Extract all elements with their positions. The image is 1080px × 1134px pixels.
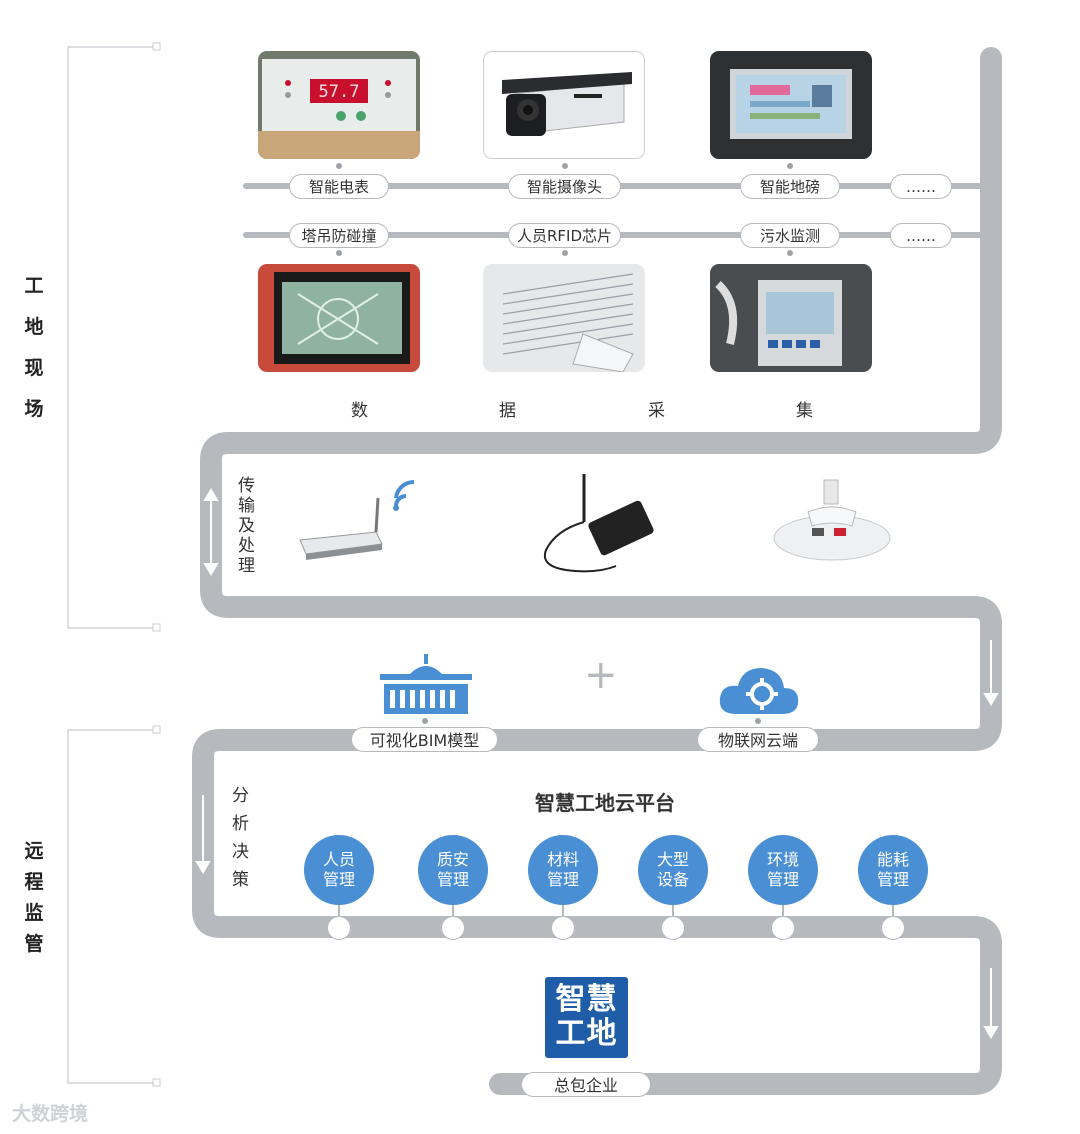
sewage-monitor-photo [710,264,872,372]
svg-text:57.7: 57.7 [319,82,360,102]
module-large-equipment[interactable]: 大型设备 [638,835,708,905]
module-line1: 能耗 [876,850,909,869]
pill-smart-camera: 智能摄像头 [508,174,621,199]
router-icon [299,479,415,560]
remote-label-char: 管 [24,933,44,955]
watermark: 大数跨境 [12,1103,89,1125]
module-line2: 管理 [546,870,579,889]
pill-more-bottom: …… [890,223,952,248]
transmit-char: 及 [238,516,255,536]
analysis-char: 策 [232,870,249,890]
remote-label-char: 程 [24,871,44,893]
iot-cloud-icon [719,668,799,714]
analysis-char: 决 [232,842,249,862]
pill-iot-cloud: 物联网云端 [697,727,819,752]
remote-label-char: 远 [24,840,44,862]
site-label-char: 工 [24,275,44,297]
module-line1: 环境 [766,850,799,869]
pill-rfid-chip: 人员RFID芯片 [508,223,621,248]
smart-weighbridge-photo [710,51,872,159]
remote-label: 远 程 监 管 [22,836,46,960]
module-line2: 管理 [436,870,469,889]
module-line2: 管理 [766,870,799,889]
analysis-char: 分 [232,786,249,806]
plus-icon: + [584,652,618,698]
pill-bim-model: 可视化BIM模型 [351,727,498,752]
dtu-module-icon [544,474,654,573]
collect-char: 据 [499,401,516,421]
node [661,916,685,940]
site-label-char: 现 [24,357,44,379]
analysis-label: 分 析 决 策 [232,782,252,894]
module-line1: 材料 [546,850,579,869]
transmit-char: 输 [238,496,255,516]
pill-smart-meter: 智能电表 [289,174,389,199]
module-line2: 管理 [322,870,355,889]
transmit-char: 理 [238,556,255,576]
module-quality-safety[interactable]: 质安管理 [418,835,488,905]
site-label: 工 地 现 场 [22,266,46,430]
module-line2: 管理 [876,870,909,889]
crane-anticollision-photo [258,264,420,372]
smart-camera-photo [483,51,645,159]
site-label-char: 场 [24,398,44,420]
pill-sewage-monitor: 污水监测 [740,223,840,248]
collect-char: 数 [351,401,368,421]
node [881,916,905,940]
pill-more-top: …… [890,174,952,199]
module-line1: 大型 [656,850,689,869]
remote-label-char: 监 [24,902,44,924]
platform-title: 智慧工地云平台 [535,791,675,815]
logo-line1: 智慧 [555,982,618,1017]
module-environment[interactable]: 环境管理 [748,835,818,905]
pill-general-contractor: 总包企业 [521,1072,651,1097]
module-personnel[interactable]: 人员管理 [304,835,374,905]
pill-smart-weighbridge: 智能地磅 [740,174,840,199]
transmit-label: 传 输 及 处 理 [238,476,258,576]
ceiling-sensor-icon [773,479,891,561]
transmit-char: 处 [238,536,255,556]
node [441,916,465,940]
bim-building-icon [380,654,472,714]
module-line2: 设备 [656,870,689,889]
transmit-char: 传 [238,476,255,496]
module-line1: 质安 [436,850,469,869]
module-materials[interactable]: 材料管理 [528,835,598,905]
rfid-chip-photo [483,264,645,372]
logo-line2: 工地 [555,1016,618,1051]
node [771,916,795,940]
module-line1: 人员 [322,850,355,869]
pill-crane-anticollision: 塔吊防碰撞 [289,223,389,248]
node [551,916,575,940]
node [327,916,351,940]
analysis-char: 析 [232,814,249,834]
smart-meter-photo: 57.7 [258,51,420,159]
site-label-char: 地 [24,316,44,338]
collect-char: 采 [648,401,665,421]
module-energy[interactable]: 能耗管理 [858,835,928,905]
collect-char: 集 [796,401,813,421]
smart-site-logo: 智慧 工地 [545,977,628,1058]
